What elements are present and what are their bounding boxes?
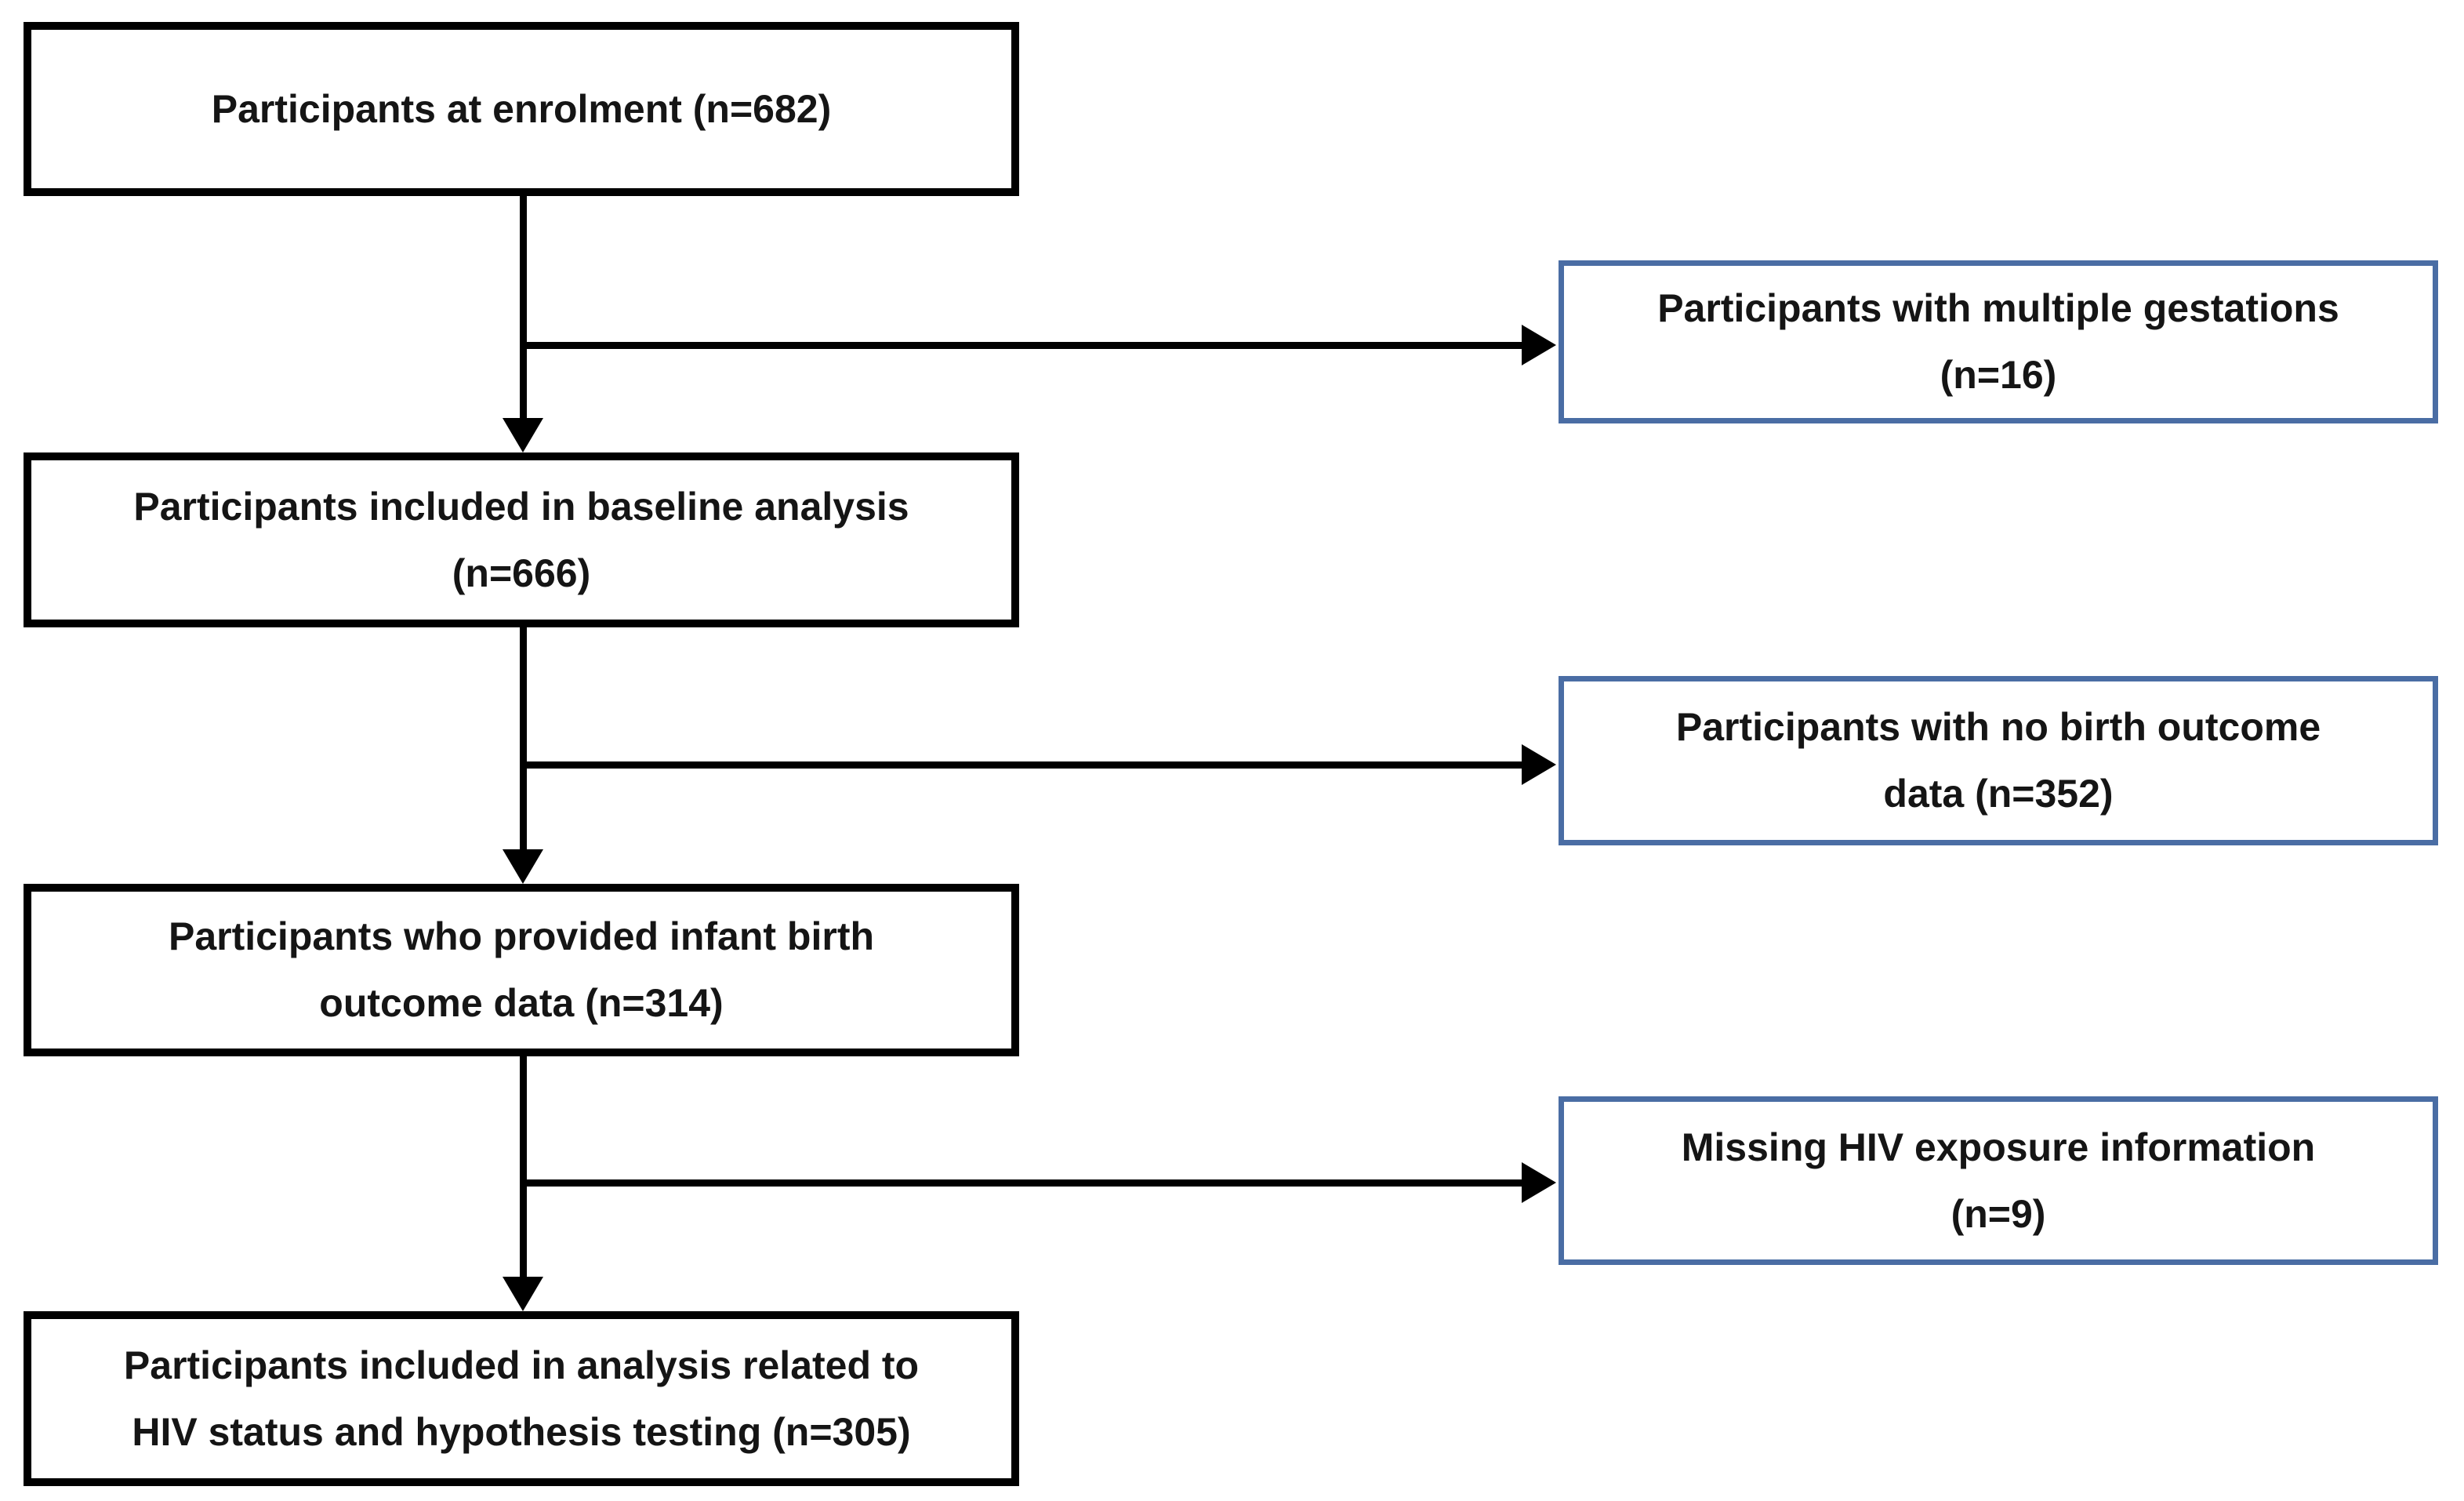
arrow-shaft-baseline-to-birth-outcome [520, 627, 527, 852]
arrowhead-right-no-birth-outcome-icon [1522, 744, 1556, 785]
arrowhead-down-birth-outcome-to-hiv-analysis-icon [503, 1277, 543, 1311]
exclusion-box-no-birth-outcome-text-line1: Participants with no birth outcome [1675, 705, 2321, 749]
flow-box-baseline-analysis: Participants included in baseline analys… [24, 452, 1019, 627]
arrowhead-right-missing-hiv-exposure-icon [1522, 1162, 1556, 1203]
flow-box-baseline-analysis-text-line2: (n=666) [452, 551, 591, 595]
arrow-shaft-enrolment-to-baseline [520, 196, 527, 421]
exclusion-box-multiple-gestations-text-line1: Participants with multiple gestations [1657, 286, 2339, 330]
exclusion-box-missing-hiv-exposure-text-line2: (n=9) [1951, 1191, 2046, 1236]
flow-box-infant-birth-outcome-text-line1: Participants who provided infant birth [168, 914, 875, 958]
arrow-shaft-birth-outcome-to-hiv-analysis [520, 1056, 527, 1278]
flow-box-infant-birth-outcome: Participants who provided infant birth o… [24, 884, 1019, 1056]
flow-box-enrolment-text: Participants at enrolment (n=682) [211, 86, 832, 131]
exclusion-box-missing-hiv-exposure: Missing HIV exposure information (n=9) [1559, 1096, 2438, 1265]
flow-box-baseline-analysis-text-line1: Participants included in baseline analys… [133, 484, 909, 529]
exclusion-box-multiple-gestations-text-line2: (n=16) [1940, 353, 2057, 397]
flow-box-infant-birth-outcome-text-line2: outcome data (n=314) [319, 981, 724, 1025]
flow-box-hiv-status-analysis-text-line2: HIV status and hypothesis testing (n=305… [132, 1409, 911, 1454]
exclusion-box-missing-hiv-exposure-text-line1: Missing HIV exposure information [1681, 1125, 2316, 1169]
flow-box-hiv-status-analysis: Participants included in analysis relate… [24, 1311, 1019, 1486]
flow-box-hiv-status-analysis-text-line1: Participants included in analysis relate… [123, 1343, 920, 1387]
exclusion-box-no-birth-outcome: Participants with no birth outcome data … [1559, 676, 2438, 845]
arrowhead-right-multiple-gestations-icon [1522, 325, 1556, 365]
arrowhead-down-baseline-to-birth-outcome-icon [503, 849, 543, 884]
exclusion-box-no-birth-outcome-text-line2: data (n=352) [1883, 772, 2114, 816]
exclusion-box-multiple-gestations: Participants with multiple gestations (n… [1559, 260, 2438, 423]
arrow-shaft-branch-missing-hiv-exposure [520, 1179, 1523, 1187]
flow-box-enrolment: Participants at enrolment (n=682) [24, 22, 1019, 196]
arrowhead-down-enrolment-to-baseline-icon [503, 418, 543, 452]
arrow-shaft-branch-multiple-gestations [520, 342, 1523, 349]
arrow-shaft-branch-no-birth-outcome [520, 761, 1523, 769]
